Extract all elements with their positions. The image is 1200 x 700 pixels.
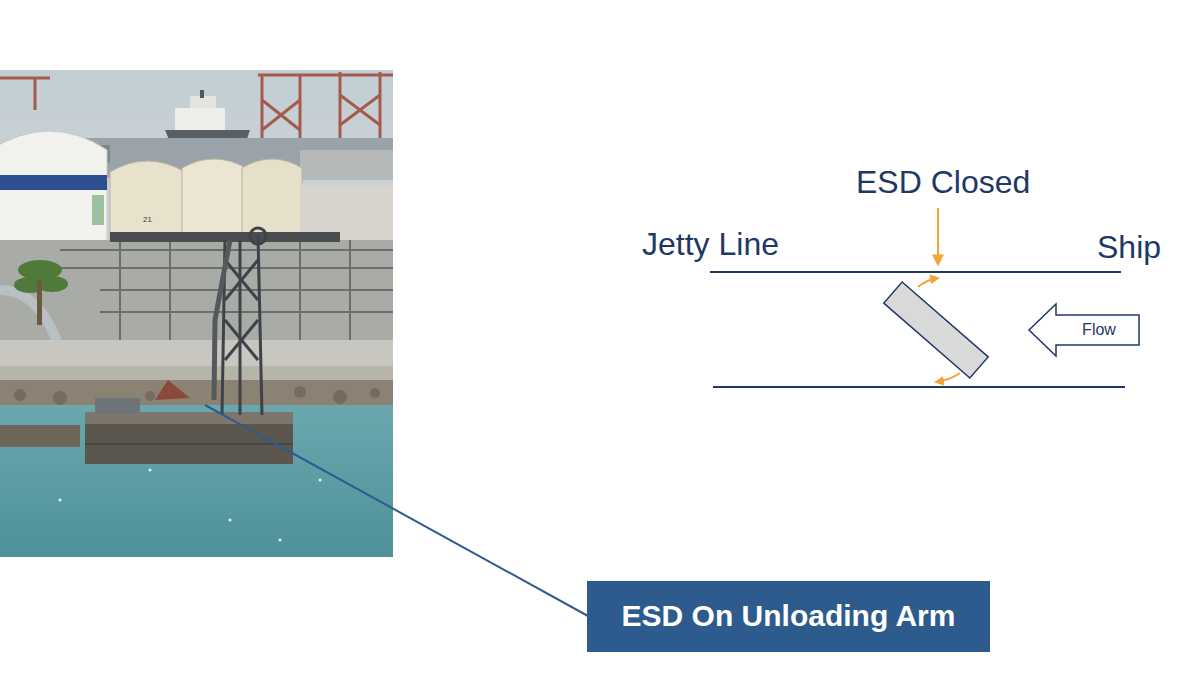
- jetty-photo: [0, 70, 393, 557]
- node-text: Flow: [1082, 321, 1116, 339]
- flow-arrow: Flow: [1028, 303, 1140, 357]
- line-end-label: Jetty Line: [642, 226, 779, 263]
- leader-line: [205, 405, 588, 616]
- callout-box: ESD On Unloading Arm: [587, 581, 990, 652]
- valve-state-label: ESD Closed: [856, 164, 1030, 201]
- arrow-outline-shape: [1029, 304, 1139, 356]
- line-end-label: Ship: [1097, 229, 1161, 266]
- node-text: ESD On Unloading Arm: [622, 599, 956, 634]
- tank-number: 21: [143, 215, 152, 224]
